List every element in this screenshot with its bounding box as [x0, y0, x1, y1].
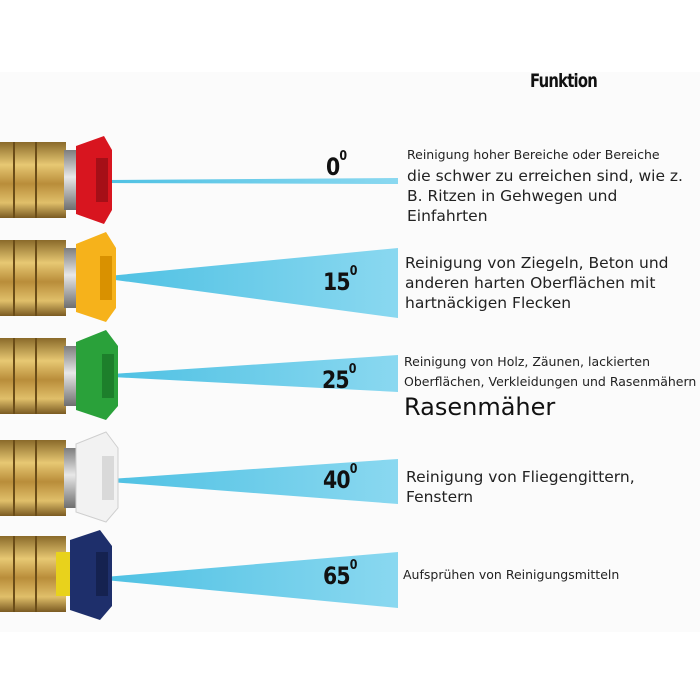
angle-label-0: 00 — [326, 149, 347, 181]
nozzle-red — [0, 136, 112, 224]
angle-label-15: 150 — [323, 264, 357, 296]
spray-beam-15 — [108, 248, 398, 318]
angle-label-25: 250 — [322, 362, 356, 394]
desc-0-line1: Reinigung hoher Bereiche oder Bereiche — [407, 147, 660, 162]
desc-15: Reinigung von Ziegeln, Beton und anderen… — [405, 254, 669, 312]
nozzle-green — [0, 330, 118, 420]
desc-40: Reinigung von Fliegengittern, Fenstern — [406, 468, 635, 506]
nozzle-white — [0, 431, 119, 523]
function-heading: Funktion — [530, 70, 598, 92]
nozzle-blue — [0, 530, 112, 620]
spray-beam-40 — [110, 459, 398, 504]
spray-beam-25 — [112, 355, 398, 392]
desc-0: die schwer zu erreichen sind, wie z. B. … — [407, 167, 683, 225]
spray-beam-0 — [105, 178, 398, 184]
angle-label-65: 650 — [323, 558, 357, 590]
desc-65: Aufsprühen von Reinigungsmitteln — [403, 567, 620, 582]
angle-label-40: 400 — [323, 462, 357, 494]
desc-25-large: Rasenmäher — [404, 393, 556, 421]
desc-25: Reinigung von Holz, Zäunen, lackierten O… — [404, 354, 697, 389]
nozzle-yellow — [0, 232, 116, 322]
spray-beam-65 — [105, 552, 398, 608]
